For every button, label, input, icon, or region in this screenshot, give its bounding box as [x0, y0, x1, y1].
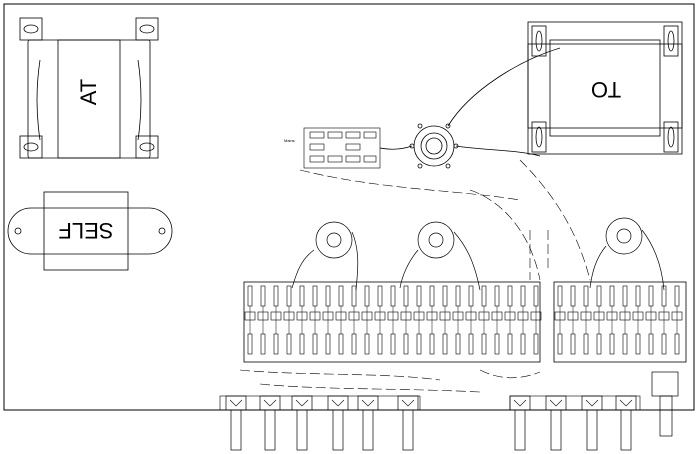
terminal-tag [452, 285, 464, 355]
panel-jack [225, 395, 247, 451]
terminal-tag [606, 285, 618, 355]
terminal-tag [439, 285, 451, 355]
tube-socket-3 [589, 217, 665, 291]
terminal-tag [465, 285, 477, 355]
tube-socket-4 [651, 371, 679, 437]
panel-jack [581, 395, 603, 451]
to-label: TO [591, 77, 621, 102]
terminal-tag [335, 285, 347, 355]
terminal-tag [530, 285, 542, 355]
terminal-tag [348, 285, 360, 355]
terminal-tag [413, 285, 425, 355]
terminal-tag [283, 285, 295, 355]
panel-jack [545, 395, 567, 451]
chassis-outline [3, 3, 695, 411]
panel-jack [327, 395, 349, 451]
at-transformer [19, 17, 159, 159]
to-transformer [527, 21, 683, 155]
terminal-tag [322, 285, 334, 355]
terminal-tag [296, 285, 308, 355]
panel-jack [291, 395, 313, 451]
self-choke [7, 191, 173, 271]
terminal-tag [567, 285, 579, 355]
terminal-strip-left [243, 281, 542, 363]
terminal-tag [554, 285, 566, 355]
tube-socket-1 [291, 221, 359, 291]
panel-jack [357, 395, 379, 451]
terminal-tag [387, 285, 399, 355]
terminal-tag [478, 285, 490, 355]
terminal-tag [658, 285, 670, 355]
terminal-tag [632, 285, 644, 355]
terminal-tag [426, 285, 438, 355]
terminal-tag [491, 285, 503, 355]
wafer-switch [303, 127, 381, 169]
terminal-tag [619, 285, 631, 355]
tube-socket-2 [399, 221, 481, 291]
terminal-tag [270, 285, 282, 355]
terminal-tag [517, 285, 529, 355]
terminal-tag [361, 285, 373, 355]
panel-jack [509, 395, 531, 451]
panel-jack [615, 395, 637, 451]
front-panel-jacks [219, 395, 641, 451]
terminal-tag [645, 285, 657, 355]
terminal-tag [593, 285, 605, 355]
at-label: AT [76, 79, 101, 105]
panel-jack [397, 395, 419, 451]
wiring-runs [239, 159, 591, 393]
terminal-tag [504, 285, 516, 355]
mains-label: Mains [284, 138, 295, 143]
terminal-tag [580, 285, 592, 355]
terminal-tag [244, 285, 256, 355]
terminal-tag [374, 285, 386, 355]
panel-jack [259, 395, 281, 451]
rotary-selector [379, 47, 561, 169]
terminal-tag [671, 285, 683, 355]
terminal-tag [309, 285, 321, 355]
terminal-tag [400, 285, 412, 355]
terminal-strip-right [553, 281, 687, 363]
terminal-tag [257, 285, 269, 355]
self-label: SELF [58, 218, 113, 243]
